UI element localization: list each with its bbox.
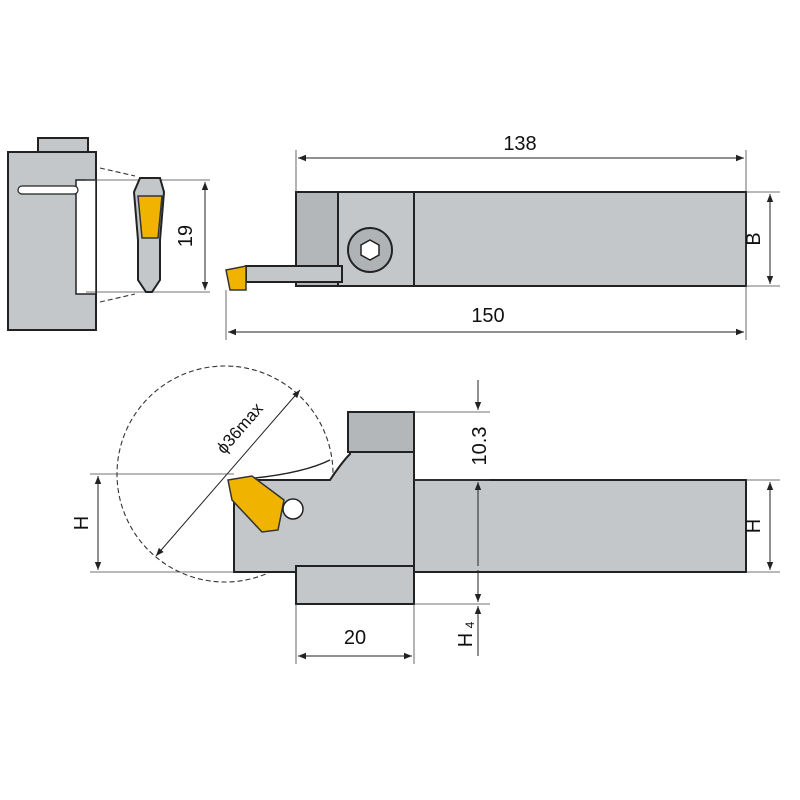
dim-label-diameter: ϕ36max (213, 399, 267, 458)
front-view-clamp-top (347, 411, 415, 453)
hex-socket-icon (360, 239, 380, 261)
dim-label-H4-sub: 4 (463, 621, 477, 628)
front-view-shank (413, 479, 747, 573)
top-view-insert (225, 265, 247, 291)
dim-label-H-right: H (743, 519, 765, 533)
top-view: 138 150 B (225, 133, 780, 340)
dim-label-H-left: H (71, 516, 93, 530)
dim-label-138: 138 (503, 133, 536, 155)
front-view-base (295, 565, 415, 605)
front-view: ϕ36max H H 10.3 H 4 20 (71, 365, 780, 664)
dim-label-150: 150 (471, 305, 504, 327)
dim-label-10-3: 10.3 (469, 427, 491, 466)
side-view-insert (137, 195, 163, 239)
top-view-blade (245, 265, 343, 283)
dim-label-H4-main: H (455, 633, 477, 647)
dim-label-19: 19 (175, 225, 197, 247)
side-view-slot (75, 179, 97, 295)
dim-label-B: B (743, 232, 765, 245)
side-view: 19 (7, 137, 210, 331)
dim-line-diameter (155, 389, 301, 557)
side-center-dash-bottom (99, 293, 136, 303)
clamp-pin-icon (282, 498, 304, 520)
dim-label-20: 20 (344, 627, 366, 649)
side-view-coolant-hole (17, 185, 79, 195)
side-center-dash-top (99, 167, 136, 177)
